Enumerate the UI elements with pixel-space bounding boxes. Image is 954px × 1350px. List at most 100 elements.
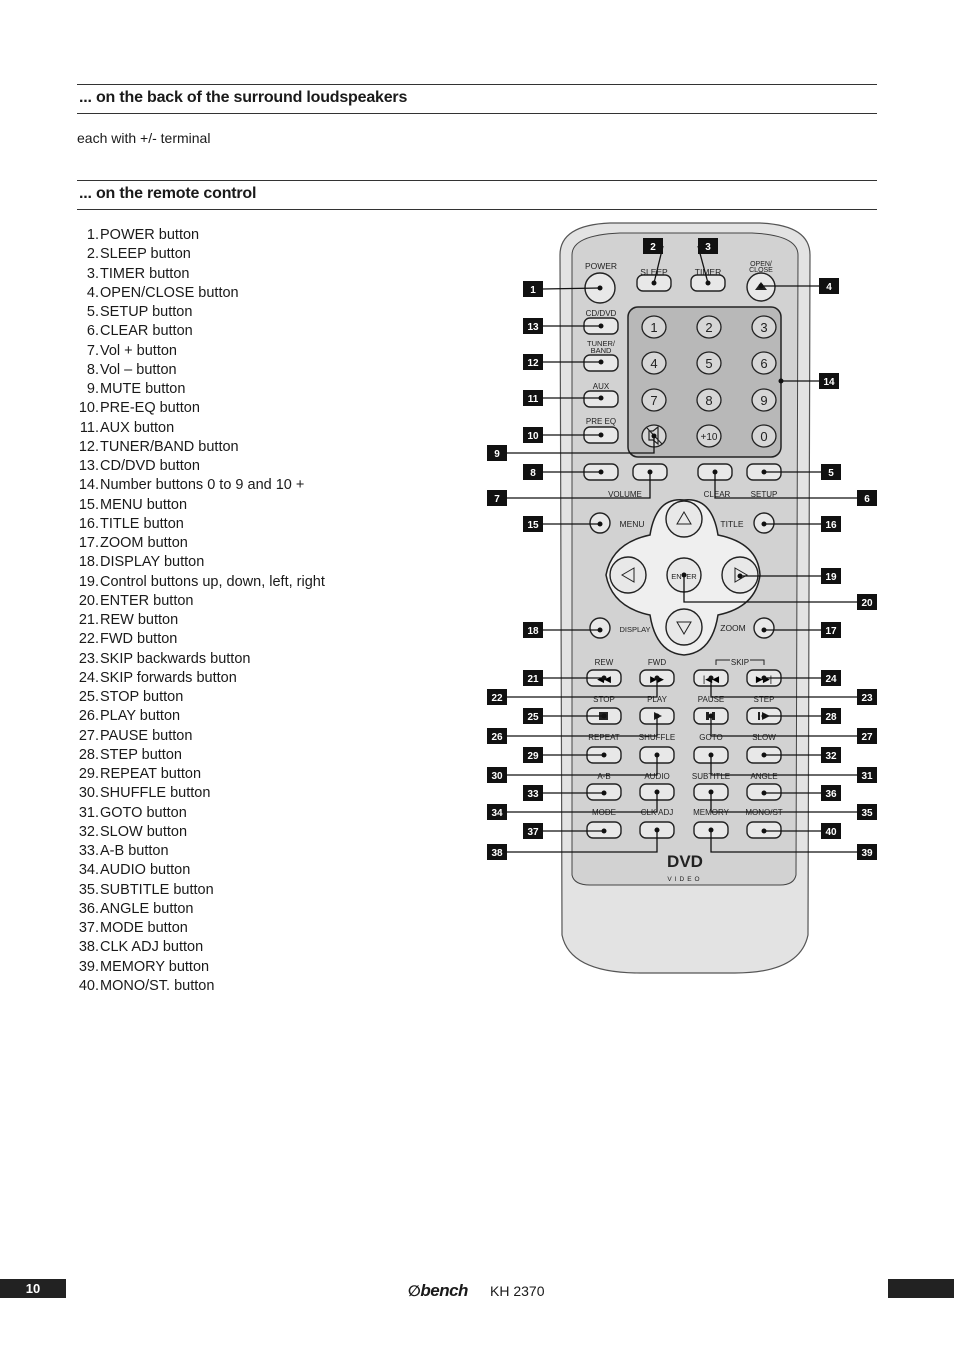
callout-box	[857, 689, 877, 705]
callout-line	[507, 755, 658, 776]
callout-dot	[778, 378, 784, 384]
list-item: 15.MENU button	[77, 496, 325, 515]
callout-number: 23	[861, 693, 873, 704]
callout-dot	[601, 828, 607, 834]
list-item: 38.CLK ADJ button	[77, 938, 325, 957]
list-item-number: 11.	[79, 419, 99, 436]
list-item: 37.MODE button	[77, 919, 325, 938]
callout-box	[821, 823, 841, 839]
zoom-label: ZOOM	[720, 623, 746, 633]
list-item: 35.SUBTITLE button	[77, 881, 325, 900]
digit-label: 6	[760, 356, 767, 371]
list-item-number: 20.	[78, 592, 99, 609]
digit-button	[641, 351, 667, 375]
list-item: 19.Control buttons up, down, left, right	[77, 573, 325, 592]
list-item: 26.PLAY button	[77, 707, 325, 726]
callout-number: 30	[491, 771, 503, 782]
callout-box	[857, 490, 877, 506]
list-item-number: 6.	[86, 323, 99, 340]
callout-line	[542, 287, 601, 290]
callout-dot	[601, 752, 607, 758]
list-item: 21.REW button	[77, 611, 325, 630]
digit-button	[641, 315, 667, 339]
callout-number: 39	[861, 848, 873, 859]
list-item-label: SKIP backwards button	[100, 650, 251, 667]
callout-box	[523, 390, 543, 406]
callout-box	[523, 281, 543, 297]
callout-number: 6	[864, 494, 870, 505]
zero-button	[751, 424, 777, 448]
callout-box	[821, 670, 841, 686]
callout-line	[710, 792, 857, 813]
list-item-number: 7.	[86, 342, 99, 359]
right-arrow-icon	[734, 567, 748, 583]
list-item: 4.OPEN/CLOSE button	[77, 284, 325, 303]
callout-line	[710, 755, 857, 776]
list-item-label: STEP button	[100, 746, 182, 763]
transport-label: A-B	[597, 772, 610, 781]
digit-button	[696, 315, 722, 339]
list-item-label: SKIP forwards button	[100, 669, 237, 686]
list-item-number: 13.	[78, 458, 99, 474]
list-item-label: ANGLE button	[100, 900, 194, 917]
transport-label: STEP	[754, 695, 775, 704]
list-item-number: 26.	[78, 708, 99, 725]
transport-label: STOP	[593, 695, 615, 704]
callout-dot	[651, 280, 657, 286]
callout-number: 26	[491, 732, 503, 743]
digit-label: 2	[705, 320, 712, 335]
callout-dot	[651, 433, 657, 439]
list-item: 6.CLEAR button	[77, 322, 325, 341]
callout-dot	[761, 675, 767, 681]
callout-dot	[601, 790, 607, 796]
digit-label: 4	[650, 356, 657, 371]
list-item: 31.GOTO button	[77, 804, 325, 823]
callout-line	[683, 575, 857, 603]
step-bar-icon	[758, 712, 760, 720]
callout-dot	[597, 627, 603, 633]
timer-label: TIMER	[695, 267, 721, 277]
list-item-number: 32.	[78, 823, 99, 840]
transport-label: SLOW	[752, 733, 776, 742]
callout-box	[821, 622, 841, 638]
list-item-number: 19.	[78, 573, 99, 590]
list-item-label: REW button	[100, 612, 179, 628]
callout-box	[523, 708, 543, 724]
callout-box	[523, 464, 543, 480]
list-item: 24.SKIP forwards button	[77, 669, 325, 688]
callout-line	[507, 678, 658, 698]
callout-number: 12	[527, 358, 539, 369]
callout-dot	[761, 713, 767, 719]
clear-label: CLEAR	[704, 490, 731, 499]
left-button	[609, 556, 647, 594]
callout-dot	[654, 752, 660, 758]
callout-box	[523, 622, 543, 638]
callout-box	[487, 844, 507, 860]
list-item: 11.AUX button	[77, 419, 325, 438]
setup-label: SETUP	[751, 490, 778, 499]
callout-line	[507, 830, 658, 853]
pause-icon	[706, 712, 709, 720]
list-item-number: 5.	[86, 304, 99, 320]
list-item-number: 9.	[86, 381, 99, 397]
list-item-label: CLK ADJ button	[100, 939, 204, 956]
list-item-number: 38.	[78, 939, 99, 956]
sleep-label: SLEEP	[640, 267, 668, 277]
callout-number: 5	[828, 468, 834, 479]
callout-box	[523, 427, 543, 443]
transport-label: REPEAT	[588, 733, 620, 742]
list-item-number: 28.	[78, 746, 99, 763]
display-label: DISPLAY	[619, 625, 650, 634]
down-arrow-icon	[676, 621, 692, 635]
digit-label: 8	[705, 393, 712, 408]
digit-button	[641, 388, 667, 412]
list-item: 7.Vol + button	[77, 342, 325, 361]
list-item: 23.SKIP backwards button	[77, 650, 325, 669]
brand-mark-icon: ∅	[408, 1283, 421, 1300]
transport-label: FWD	[648, 658, 666, 667]
volume-label: VOLUME	[608, 490, 642, 499]
section-heading-remote: ... on the remote control	[77, 180, 877, 210]
callout-box	[857, 767, 877, 783]
list-item-label: Number buttons 0 to 9 and 10 +	[100, 477, 305, 494]
skip-bracket	[715, 659, 765, 665]
